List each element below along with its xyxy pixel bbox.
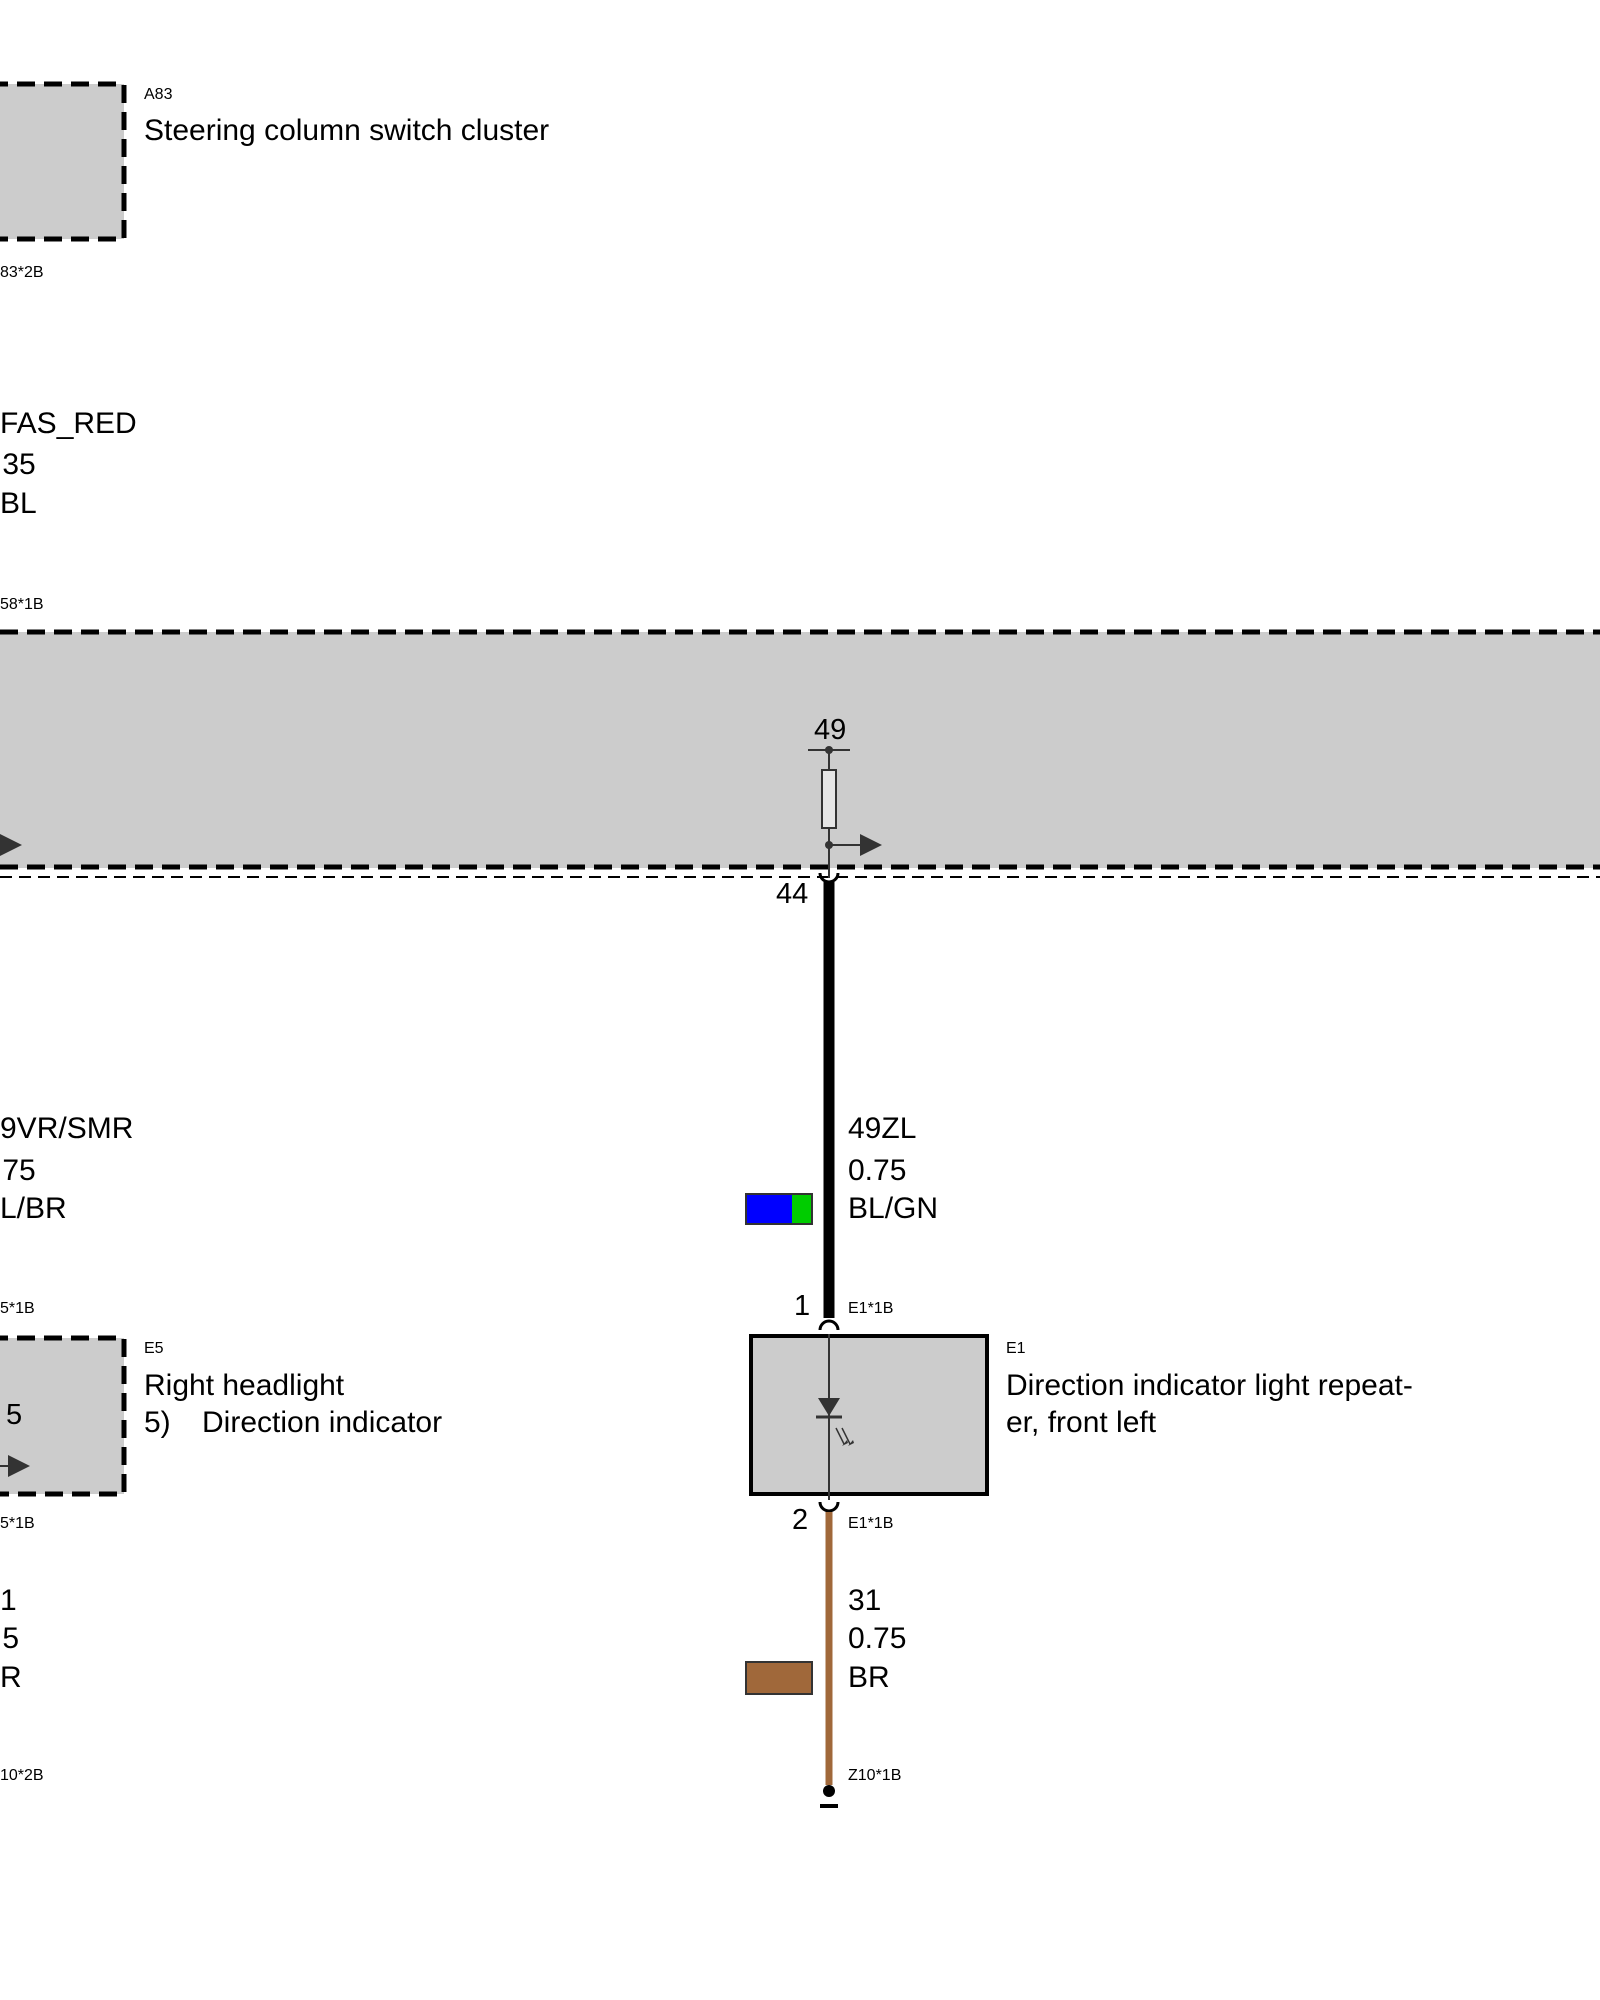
wire-left-mid-connector: 5*1B: [0, 1300, 35, 1317]
e5-pin: 5: [6, 1399, 23, 1431]
module-output-arrow-icon: [860, 834, 882, 856]
module-box: [0, 632, 1600, 868]
wire-left-top-gauge: .35: [0, 448, 36, 481]
module-pin-49: 49: [814, 714, 847, 746]
e5-item-label: Direction indicator: [202, 1406, 443, 1439]
a83-name: Steering column switch cluster: [144, 114, 550, 147]
ground-connector: Z10*1B: [848, 1767, 902, 1784]
wire-left-top-color: BL: [0, 487, 37, 520]
wire-left-mid-gauge: .75: [0, 1154, 36, 1187]
wire-left-bottom-connector: 10*2B: [0, 1767, 44, 1784]
resistor-icon: [821, 769, 837, 829]
e5-id: E5: [144, 1340, 164, 1357]
wire-31-swatch: [745, 1661, 813, 1695]
wire-left-bottom-color: R: [0, 1661, 22, 1694]
wire-49zl-swatch-blue: [746, 1194, 792, 1224]
wire-31-color: BR: [848, 1661, 890, 1694]
wire-49zl-gauge: 0.75: [848, 1154, 907, 1187]
wire-left-bottom-gauge: .5: [0, 1622, 20, 1655]
e1-connector-bottom: E1*1B: [848, 1515, 894, 1532]
wire-31-signal: 31: [848, 1584, 882, 1617]
wire-left-bottom-signal: 1: [0, 1584, 17, 1617]
wire-left-mid-signal: 9VR/SMR: [0, 1112, 134, 1145]
e1-top-connector-icon: [818, 1319, 840, 1331]
wire-49zl-color: BL/GN: [848, 1192, 939, 1225]
e1-pin-bottom: 2: [792, 1504, 809, 1536]
e1-pin-top: 1: [794, 1290, 811, 1322]
e1-component-box: [749, 1334, 989, 1496]
e1-name-line1: Direction indicator light repeat-: [1006, 1369, 1413, 1402]
wire-31-gauge: 0.75: [848, 1622, 907, 1655]
e5-name: Right headlight: [144, 1369, 345, 1402]
led-icon: [816, 1398, 854, 1446]
wire-49zl-swatch-green: [792, 1194, 812, 1224]
a83-id: A83: [144, 86, 173, 103]
e5-item-number: 5): [144, 1406, 171, 1439]
e1-connector-top: E1*1B: [848, 1300, 894, 1317]
wire-left-top-signal: FAS_RED: [0, 407, 137, 440]
e5-connector-bottom: 5*1B: [0, 1515, 35, 1532]
wire-49zl-signal: 49ZL: [848, 1112, 917, 1145]
module-left-arrow-icon: [0, 834, 22, 856]
module-pin-44: 44: [776, 878, 809, 910]
a83-connector: 83*2B: [0, 264, 44, 281]
e1-id: E1: [1006, 1340, 1026, 1357]
wire-left-top-connector: 58*1B: [0, 596, 44, 613]
ground-icon: [823, 1785, 835, 1797]
e1-name-line2: er, front left: [1006, 1406, 1157, 1439]
a83-component-box: [0, 81, 127, 242]
wire-left-mid-color: L/BR: [0, 1192, 67, 1225]
e1-bottom-connector-icon: [818, 1501, 840, 1513]
e5-arrow-icon: [8, 1455, 30, 1477]
